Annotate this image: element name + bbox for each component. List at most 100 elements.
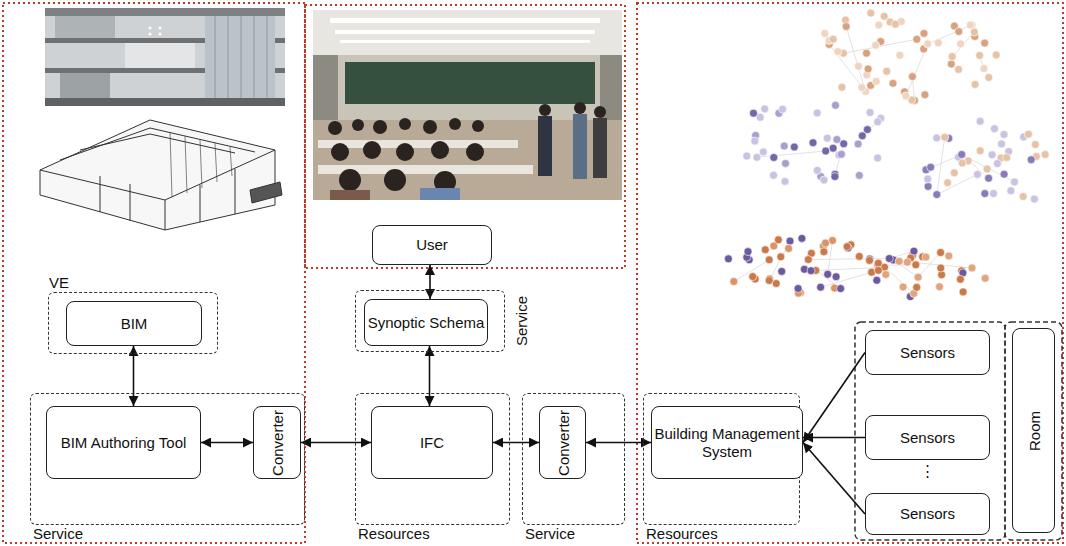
graph-node	[937, 249, 945, 257]
graph-node	[770, 154, 778, 162]
box-label: Synoptic Schema	[368, 314, 485, 332]
graph-node	[936, 283, 944, 291]
dashed-group: ServiceBIM Authoring ToolConverter	[30, 393, 305, 525]
group-label: Service	[33, 525, 83, 542]
graph-node	[1031, 141, 1039, 149]
graph-node	[874, 266, 882, 274]
graph-node	[1024, 130, 1032, 138]
process-box: User	[372, 225, 492, 265]
graph-node	[832, 101, 840, 109]
graph-node	[980, 65, 988, 73]
vertical-label-box: Room	[1012, 328, 1055, 533]
graph-node	[813, 166, 821, 174]
graph-node	[866, 109, 874, 117]
group-label: VE	[49, 274, 69, 291]
graph-node	[874, 154, 882, 162]
graph-node	[770, 171, 778, 179]
box-label: Sensors	[900, 429, 955, 447]
graph-node	[872, 41, 880, 49]
graph-node	[785, 244, 793, 252]
graph-node	[1041, 151, 1049, 159]
graph-node	[933, 191, 941, 199]
region-outlines	[3, 3, 1063, 543]
graph-node	[913, 283, 921, 291]
graph-node	[891, 20, 899, 28]
graph-node	[858, 84, 866, 92]
graph-node	[970, 28, 978, 36]
graph-node	[1030, 195, 1038, 203]
graph-node	[899, 283, 907, 291]
graph-node	[957, 40, 965, 48]
vertical-label-box: Converter	[539, 406, 586, 479]
graph-node	[855, 171, 863, 179]
graph-node	[945, 252, 953, 260]
connector-arrow	[803, 353, 865, 443]
graph-node	[941, 133, 949, 141]
connector-arrow	[803, 443, 865, 515]
graph-node	[912, 261, 920, 269]
graph-node	[820, 248, 828, 256]
graph-node	[855, 252, 863, 260]
graph-node	[883, 67, 891, 75]
graph-node	[958, 159, 966, 167]
graph-node	[817, 283, 825, 291]
graph-node	[933, 134, 941, 142]
graph-node	[902, 92, 910, 100]
graph-node	[981, 39, 989, 47]
graph-node	[1019, 193, 1027, 201]
graph-node	[993, 160, 1001, 168]
graph-node	[798, 234, 806, 242]
graph-node	[759, 148, 767, 156]
graph-node	[976, 51, 984, 59]
graph-node	[924, 175, 932, 183]
graph-node	[761, 105, 769, 113]
graph-node	[837, 285, 845, 293]
graph-node	[985, 74, 993, 82]
graph-node	[794, 285, 802, 293]
network-graph	[724, 9, 1049, 301]
graph-node	[855, 62, 863, 70]
graph-node	[966, 21, 974, 29]
graph-node	[937, 264, 945, 272]
graph-node	[863, 49, 871, 57]
box-label: Sensors	[900, 505, 955, 523]
group-label: Service	[525, 525, 575, 542]
graph-node	[944, 179, 952, 187]
graph-link	[962, 155, 1015, 182]
graph-node	[821, 30, 829, 38]
graph-node	[829, 144, 837, 152]
box-label: BIM	[121, 315, 148, 333]
graph-node	[950, 169, 958, 177]
dashed-group: ResourcesIFC	[355, 393, 510, 525]
graph-node	[908, 73, 916, 81]
graph-link	[846, 27, 865, 92]
building-render	[45, 8, 285, 106]
graph-node	[924, 40, 932, 48]
dashed-group: VEBIM	[48, 292, 218, 354]
process-box: IFC	[371, 406, 493, 479]
graph-node	[831, 173, 839, 181]
graph-node	[983, 165, 991, 173]
graph-node	[955, 65, 963, 73]
process-box: BIM Authoring Tool	[46, 406, 201, 479]
graph-node	[786, 237, 794, 245]
graph-node	[959, 288, 967, 296]
graph-node	[833, 136, 841, 144]
graph-node	[842, 23, 850, 31]
graph-node	[777, 253, 785, 261]
graph-node	[778, 267, 786, 275]
graph-node	[872, 77, 880, 85]
graph-node	[889, 79, 897, 87]
connector-arrow	[586, 442, 651, 444]
graph-node	[843, 243, 851, 251]
dashed-group: ResourcesBuilding Management System	[643, 393, 800, 525]
graph-link	[937, 137, 945, 194]
graph-node	[1011, 178, 1019, 186]
graph-node	[1000, 170, 1008, 178]
graph-node	[947, 60, 955, 68]
graph-node	[744, 248, 752, 256]
box-label: User	[416, 236, 448, 254]
graph-node	[813, 109, 821, 117]
graph-node	[867, 9, 875, 17]
